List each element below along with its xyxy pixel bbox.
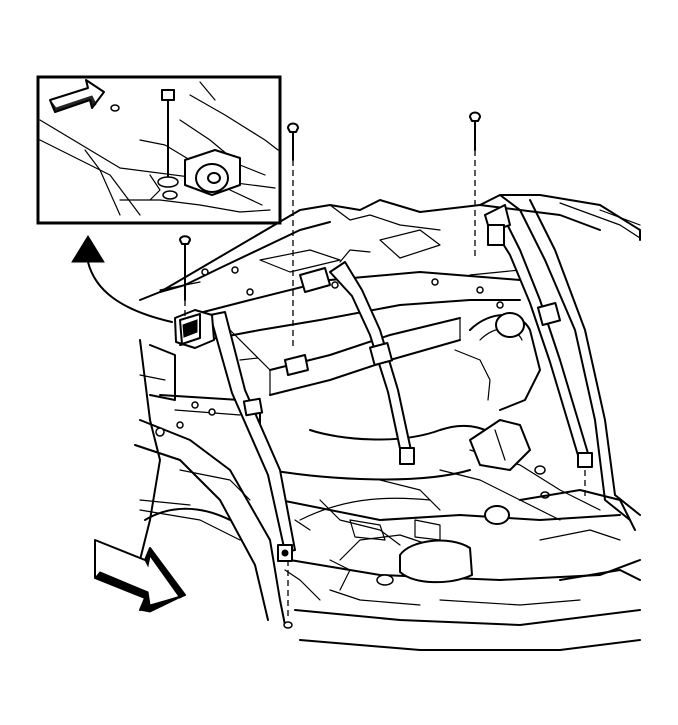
bolt-left-lower bbox=[283, 560, 293, 629]
left-outboard-seat-belt bbox=[209, 311, 296, 562]
inset-bolt-head bbox=[161, 89, 175, 101]
forward-direction-arrow-icon bbox=[49, 79, 105, 113]
center-anchor-bracket bbox=[284, 267, 331, 376]
vehicle-front-arrow-icon bbox=[94, 539, 186, 613]
inset-floor-detail bbox=[39, 81, 279, 216]
rear-compartment-body bbox=[134, 194, 641, 651]
detail-view-arrow-icon bbox=[71, 235, 173, 323]
left-anchor-bracket bbox=[174, 309, 215, 349]
center-seat-belt bbox=[329, 249, 415, 465]
bolt-left bbox=[179, 235, 191, 318]
detail-inset bbox=[36, 75, 282, 225]
right-outboard-seat-belt bbox=[484, 204, 593, 468]
bolt-center bbox=[287, 122, 299, 350]
bolt-right bbox=[469, 111, 481, 258]
